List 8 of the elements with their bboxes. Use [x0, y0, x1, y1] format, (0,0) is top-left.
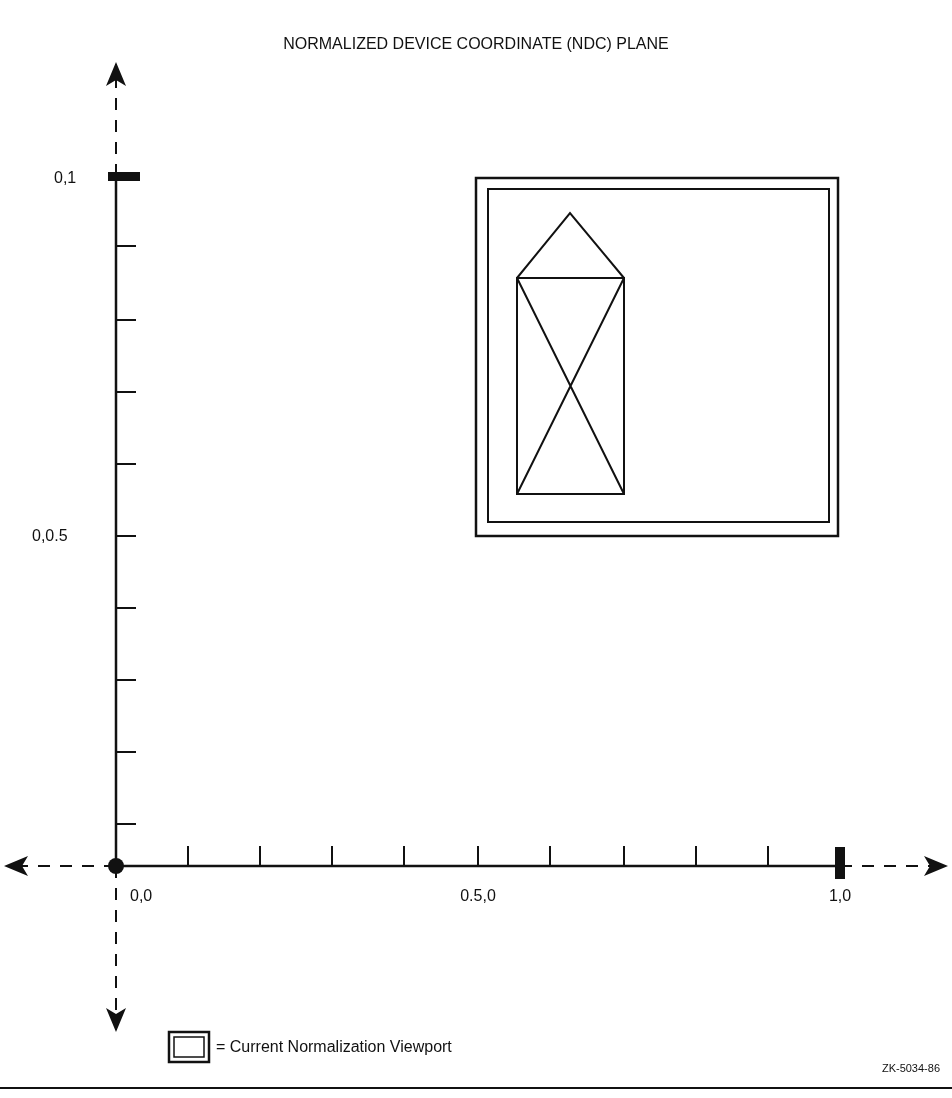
legend-text: = Current Normalization Viewport: [216, 1037, 452, 1057]
figure-id: ZK-5034-86: [881, 1061, 940, 1076]
axis-tick-label: 1,0: [827, 886, 853, 906]
axis-tick-label: 0,0: [130, 886, 153, 906]
axis-tick-label: 0.5,0: [459, 886, 497, 906]
diagram-title: NORMALIZED DEVICE COORDINATE (NDC) PLANE: [282, 34, 670, 54]
axis-tick-label: 0,1: [54, 168, 77, 188]
axis-tick-label: 0,0.5: [32, 526, 68, 546]
